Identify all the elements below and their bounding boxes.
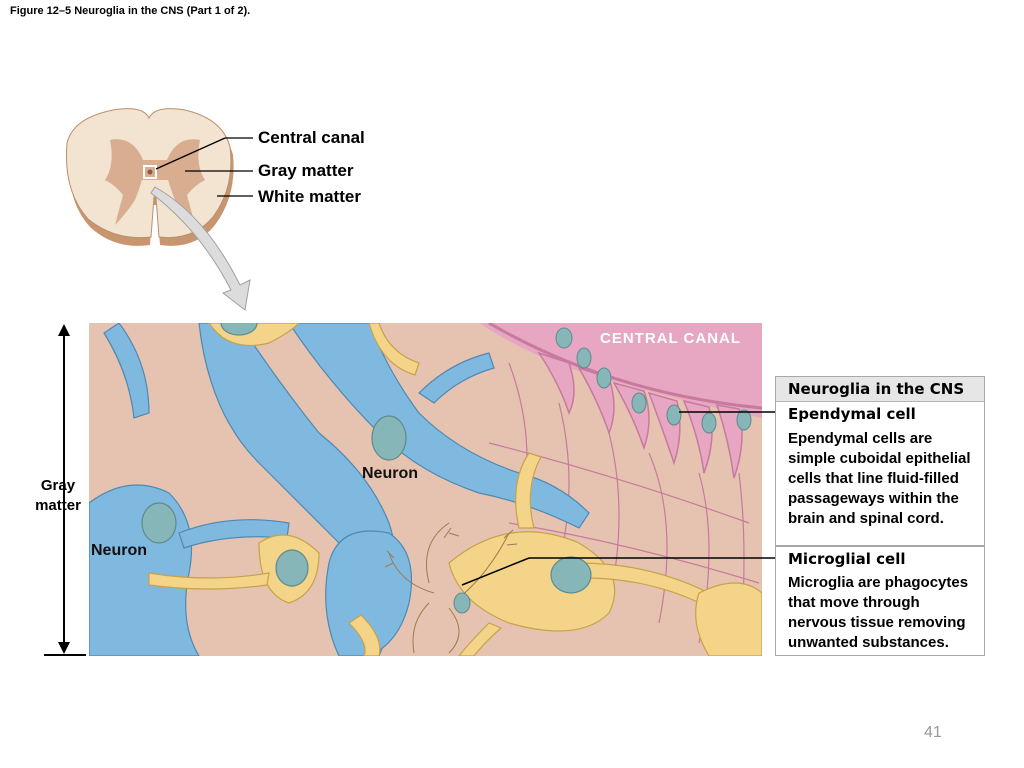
label-neuron-1: Neuron <box>362 465 418 482</box>
figure-caption: Figure 12–5 Neuroglia in the CNS (Part 1… <box>10 5 251 17</box>
central-canal-tag: CENTRAL CANAL <box>600 330 742 347</box>
legend-ependymal-box: Neuroglia in the CNS Ependymal cell Epen… <box>775 376 985 546</box>
ependymal-layer <box>479 323 762 656</box>
label-gray-matter-side: Gray matter <box>35 477 81 514</box>
legend-microglial-box: Microglial cell Microglia are phagocytes… <box>775 546 985 656</box>
neuroglia-illustration <box>89 323 762 656</box>
arrow-up-icon <box>58 324 70 336</box>
arrow-down-icon <box>58 642 70 654</box>
label-white-matter: White matter <box>258 187 361 206</box>
spinal-cord-cross-section <box>65 108 253 311</box>
slide-number: 41 <box>924 724 942 741</box>
zoom-arrow-icon <box>150 186 251 311</box>
gray-matter-scale-bar <box>44 324 86 656</box>
label-gray-matter: Gray matter <box>258 161 354 180</box>
label-central-canal: Central canal <box>258 128 365 147</box>
legend-title: Neuroglia in the CNS <box>776 377 984 402</box>
leader-central-canal <box>155 137 226 170</box>
leader-extensions <box>762 411 776 559</box>
ependymal-heading: Ependymal cell <box>776 402 984 426</box>
microglial-cell <box>384 522 518 654</box>
spinal-cord-icon <box>65 108 234 246</box>
microglial-heading: Microglial cell <box>776 547 984 571</box>
microglial-description: Microglia are phagocytes that move throu… <box>788 574 969 651</box>
leader-microglial-a <box>461 557 530 586</box>
nuclei <box>141 323 592 594</box>
label-neuron-2: Neuron <box>91 542 147 559</box>
ependymal-description: Ependymal cells are simple cuboidal epit… <box>788 430 971 527</box>
